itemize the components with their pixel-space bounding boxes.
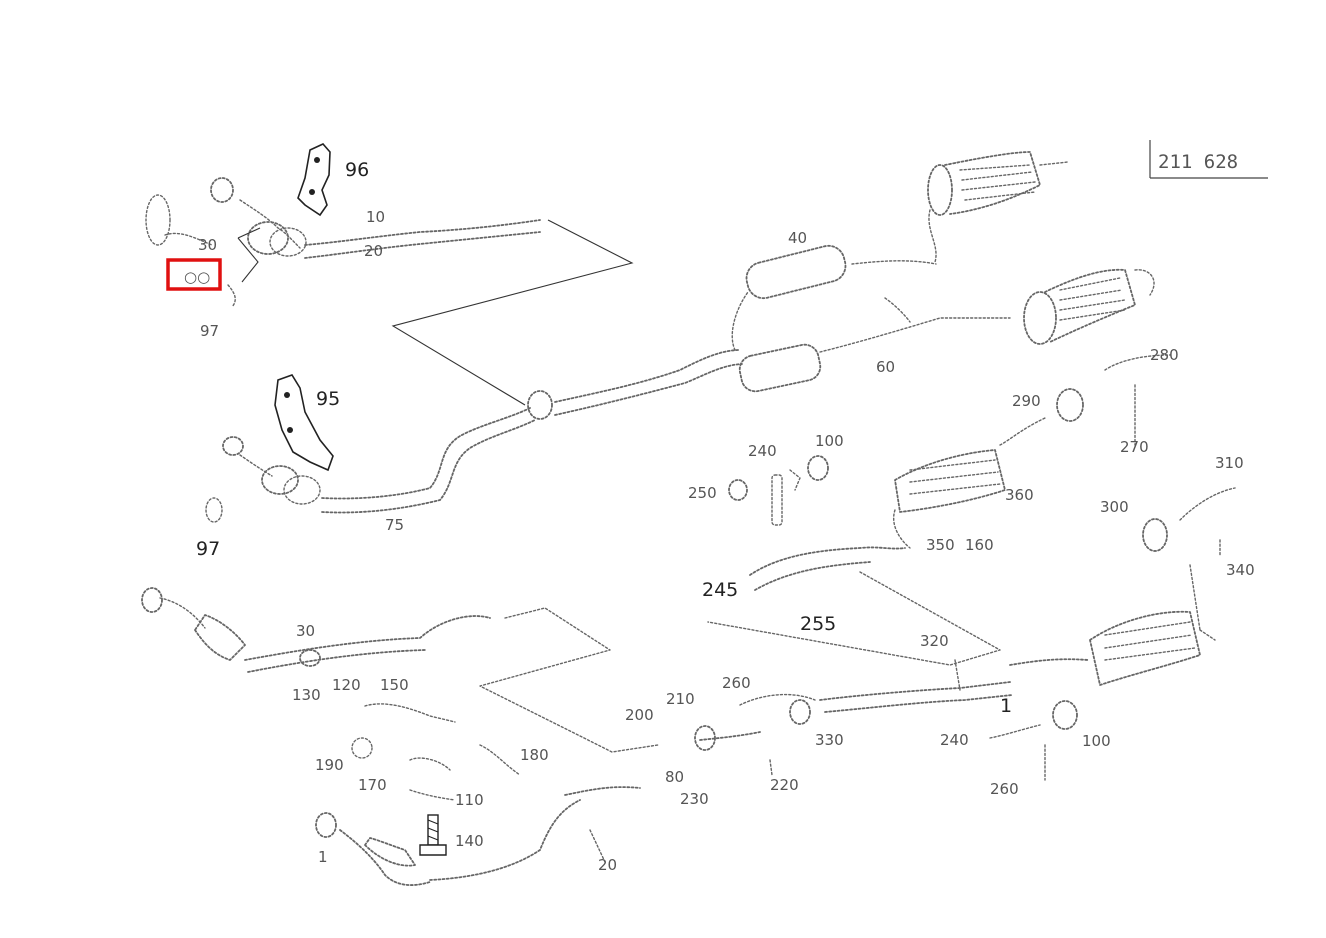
label-250: 250 (688, 484, 717, 502)
label-96: 96 (345, 159, 369, 181)
highlighted-part-marker (166, 258, 222, 291)
label-260b: 260 (990, 780, 1019, 798)
label-220: 220 (770, 776, 799, 794)
label-360: 360 (1005, 486, 1034, 504)
label-140: 140 (455, 832, 484, 850)
assembly-middle-left (205, 151, 1155, 523)
label-180: 180 (520, 746, 549, 764)
label-210: 210 (666, 690, 695, 708)
label-310: 310 (1215, 454, 1244, 472)
label-30: 30 (198, 236, 217, 254)
assembly-bottom-left (141, 587, 1078, 886)
label-95: 95 (316, 388, 340, 410)
label-190: 190 (315, 756, 344, 774)
label-97a: 97 (200, 322, 219, 340)
label-40: 40 (788, 229, 807, 247)
label-60: 60 (876, 358, 895, 376)
label-30b: 30 (296, 622, 315, 640)
label-245: 245 (702, 579, 738, 601)
label-300: 300 (1100, 498, 1129, 516)
label-330: 330 (815, 731, 844, 749)
reference-code-box: 211 628 (1149, 140, 1268, 179)
label-75: 75 (385, 516, 404, 534)
fittings-center (728, 455, 829, 526)
label-1: 1 (1000, 695, 1012, 717)
label-290: 290 (1012, 392, 1041, 410)
label-230: 230 (680, 790, 709, 808)
label-240: 240 (748, 442, 777, 460)
label-340: 340 (1226, 561, 1255, 579)
label-320: 320 (920, 632, 949, 650)
label-130: 130 (292, 686, 321, 704)
label-110: 110 (455, 791, 484, 809)
label-20: 20 (364, 242, 383, 260)
label-260: 260 (722, 674, 751, 692)
label-255: 255 (800, 613, 836, 635)
label-97b: 97 (196, 538, 220, 560)
reference-code: 211 628 (1158, 151, 1238, 173)
fittings-right (707, 354, 1236, 713)
assembly-top-left: ○○ (145, 143, 634, 406)
label-highlight-inner: ○○ (184, 268, 210, 286)
label-1b: 1 (318, 848, 328, 866)
bracket-95-icon (274, 374, 334, 472)
label-170: 170 (358, 776, 387, 794)
label-280: 280 (1150, 346, 1179, 364)
label-20b: 20 (598, 856, 617, 874)
label-240b: 240 (940, 731, 969, 749)
label-120: 120 (332, 676, 361, 694)
label-160: 160 (965, 536, 994, 554)
label-100b: 100 (1082, 732, 1111, 750)
bracket-96-icon (297, 143, 331, 217)
label-350: 350 (926, 536, 955, 554)
label-100: 100 (815, 432, 844, 450)
label-10: 10 (366, 208, 385, 226)
label-200: 200 (625, 706, 654, 724)
label-80: 80 (665, 768, 684, 786)
label-150: 150 (380, 676, 409, 694)
label-270: 270 (1120, 438, 1149, 456)
